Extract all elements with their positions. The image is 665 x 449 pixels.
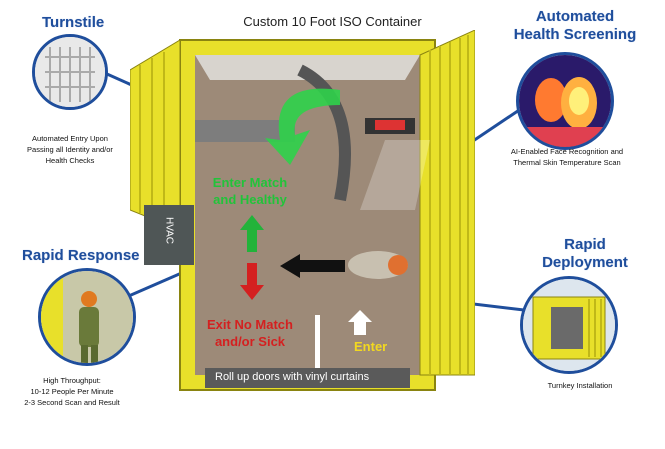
doors-label: Roll up doors with vinyl curtains — [215, 371, 370, 383]
worker-icon — [41, 271, 133, 363]
response-heading: Rapid Response — [22, 247, 140, 264]
diagram-title: Custom 10 Foot ISO Container — [243, 14, 422, 29]
deployment-image — [520, 276, 618, 374]
turnstile-description: Automated Entry Upon Passing all Identit… — [27, 134, 113, 165]
deployment-heading: Rapid Deployment — [542, 236, 628, 271]
exit-no-match-label: Exit No Match and/or Sick — [207, 317, 293, 349]
response-image — [38, 268, 136, 366]
container-icon — [523, 279, 615, 371]
turnstile-heading: Turnstile — [42, 14, 105, 31]
turnstile-image — [32, 34, 108, 110]
container-illustration — [130, 30, 475, 391]
health-description: AI-Enabled Face Recognition and Thermal … — [510, 147, 624, 167]
turnstile-icon — [35, 37, 105, 107]
enter-match-label: Enter Match and Healthy — [212, 175, 288, 207]
health-heading: Automated Health Screening — [513, 8, 637, 43]
thermal-image — [516, 52, 614, 150]
thermal-face-icon — [519, 55, 611, 147]
deployment-description: Turnkey Installation — [547, 381, 613, 390]
hvac-label: HVAC — [163, 216, 175, 245]
response-description: High Throughput: 10-12 People Per Minute… — [24, 376, 120, 407]
enter-label: Enter — [354, 339, 388, 354]
